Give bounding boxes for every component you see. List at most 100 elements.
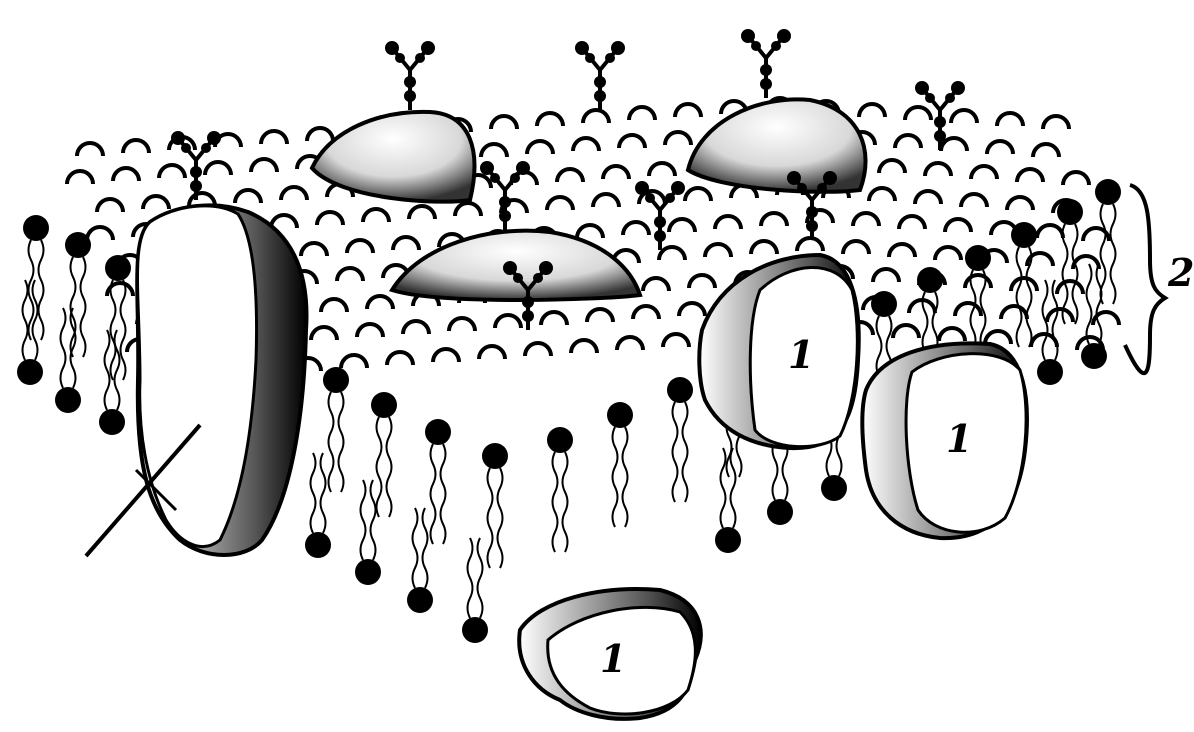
lipid-head — [859, 104, 885, 117]
lipid-head — [1007, 197, 1033, 210]
lipid-head — [261, 131, 287, 144]
lipid-head — [541, 312, 567, 325]
lipid-head — [669, 219, 695, 232]
lipid-head — [577, 225, 603, 238]
lipid-head — [951, 110, 977, 123]
bilayer-label: 2 — [1167, 250, 1194, 295]
lipid-head — [235, 190, 261, 203]
protein-label: 1 — [946, 416, 972, 461]
lipid-head — [925, 163, 951, 176]
lipid-head — [905, 107, 931, 120]
bilayer-bracket: 2 — [1125, 185, 1194, 373]
lipid-head — [705, 244, 731, 257]
lipid-head — [387, 352, 413, 365]
lipid-head — [537, 113, 563, 126]
lipid-head — [899, 216, 925, 229]
lipid-head — [1033, 144, 1059, 157]
lipid-head — [751, 241, 777, 254]
lipid-head — [941, 138, 967, 151]
peripheral-protein-top-right — [688, 99, 866, 191]
lipid-head — [1047, 309, 1073, 322]
lipid-head — [251, 159, 277, 172]
lipid-head — [583, 110, 609, 123]
lipid-head — [481, 144, 507, 157]
lipid-head — [557, 169, 583, 182]
lipid-head — [403, 321, 429, 334]
transmembrane-protein-bottom: 1 — [519, 589, 701, 719]
lipid-head — [895, 135, 921, 148]
lipid-head — [961, 194, 987, 207]
lipid-head — [965, 275, 991, 288]
lipid-head — [449, 318, 475, 331]
lipid-head — [1043, 116, 1069, 129]
lipid-head — [997, 113, 1023, 126]
lipid-head — [123, 140, 149, 153]
lipid-head — [689, 275, 715, 288]
transmembrane-protein-right-upper: 1 — [699, 255, 858, 448]
lipid-head — [301, 243, 327, 256]
lipid-head — [675, 104, 701, 117]
lipid-head — [1063, 172, 1089, 185]
lipid-head — [715, 216, 741, 229]
lipid-head — [455, 203, 481, 216]
lipid-head — [205, 162, 231, 175]
transmembrane-protein-right-lower: 1 — [862, 343, 1027, 538]
lipid-head — [593, 194, 619, 207]
lipid-head — [619, 135, 645, 148]
lipid-head — [337, 268, 363, 281]
lipid-head — [659, 247, 685, 260]
lipid-head — [853, 213, 879, 226]
lipid-head — [643, 278, 669, 291]
lipid-head — [889, 244, 915, 257]
lipid-head — [617, 337, 643, 350]
lipid-head — [393, 237, 419, 250]
lipid-head — [97, 199, 123, 212]
lipid-head — [935, 247, 961, 260]
lipid-head — [363, 209, 389, 222]
lipid-head — [663, 334, 689, 347]
lipid-head — [357, 324, 383, 337]
lipid-head — [649, 163, 675, 176]
lipid-head — [939, 328, 965, 341]
lipid-head — [87, 227, 113, 240]
lipid-head — [1017, 169, 1043, 182]
lipid-head — [987, 141, 1013, 154]
lipid-head — [623, 222, 649, 235]
lipid-head — [761, 213, 787, 226]
lipid-head — [893, 325, 919, 338]
lipid-head — [67, 171, 93, 184]
lipid-head — [873, 269, 899, 282]
lipid-head — [311, 327, 337, 340]
lipid-head — [1001, 306, 1027, 319]
lipid-head — [317, 212, 343, 225]
lipid-head — [433, 349, 459, 362]
lipid-head — [685, 188, 711, 201]
lipid-head — [409, 206, 435, 219]
transmembrane-protein-left — [137, 205, 306, 555]
lipid-head — [633, 306, 659, 319]
lipid-head — [665, 132, 691, 145]
left-bilayer-edge — [17, 215, 131, 435]
lipid-head — [525, 343, 551, 356]
lipid-head — [679, 303, 705, 316]
lipid-head — [143, 196, 169, 209]
lipid-head — [491, 116, 517, 129]
lipid-head — [307, 128, 333, 141]
lipid-head — [341, 355, 367, 368]
lipid-head — [281, 187, 307, 200]
lipid-head — [843, 241, 869, 254]
lipid-head — [77, 143, 103, 156]
lipid-head — [527, 141, 553, 154]
lipid-head — [347, 240, 373, 253]
lipid-head — [113, 168, 139, 181]
lipid-head — [955, 303, 981, 316]
lipid-head — [1011, 278, 1037, 291]
lipid-head — [573, 138, 599, 151]
protein-label: 1 — [788, 332, 814, 377]
lipid-head — [479, 346, 505, 359]
lipid-head — [629, 107, 655, 120]
lipid-head — [1037, 225, 1063, 238]
protein-label: 1 — [600, 636, 626, 681]
lipid-head — [367, 296, 393, 309]
